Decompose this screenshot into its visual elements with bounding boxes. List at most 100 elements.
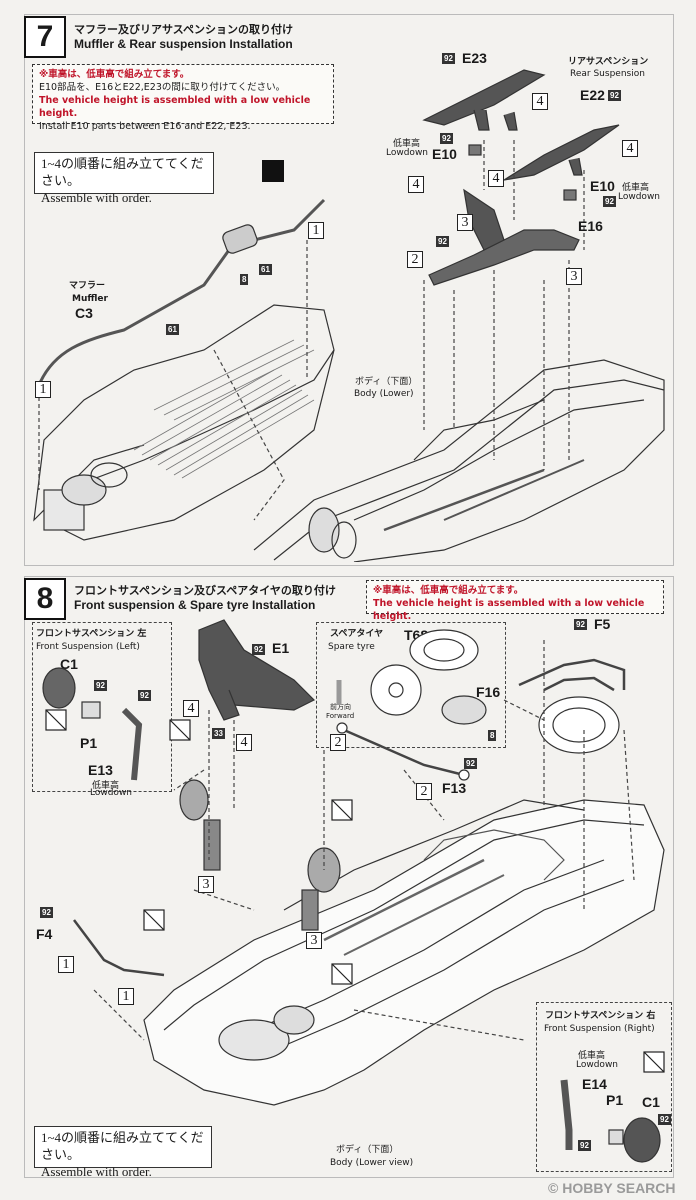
step8-order-3a: 3: [198, 876, 214, 893]
step7-note-jp1: ※車高は、低車高で組み立てます。: [39, 69, 190, 80]
step7-order-3b: 3: [566, 268, 582, 285]
step8-order-1b: 1: [118, 988, 134, 1005]
step7-number: 7: [24, 16, 66, 58]
step7-note-en2: Install E10 parts between E16 and E22, E…: [39, 121, 251, 132]
step7-rear-susp-en: Rear Suspension: [570, 69, 645, 79]
step7-order-4c: 4: [408, 176, 424, 193]
step7-lowdown-note: ※車高は、低車高で組み立てます。 E10部品を、E16とE22,E23の間に取り…: [32, 64, 334, 132]
step7-note-jp2: E10部品を、E16とE22,E23の間に取り付けてください。: [39, 82, 286, 93]
step8-assemble-order: 1~4の順番に組み立ててください。 Assemble with order.: [34, 1126, 212, 1179]
step7-note-en1: The vehicle height is assembled with a l…: [39, 95, 311, 119]
step8-part-e1: E1: [272, 640, 290, 656]
step7-body-jp: ボディ（下面）: [355, 377, 418, 387]
step7-e22-code: 92: [608, 90, 621, 101]
step7-order-2: 2: [407, 251, 423, 268]
step8-frame: [24, 576, 674, 1178]
step8-forward-en: Forward: [326, 712, 355, 720]
step8-f13-code: 92: [464, 758, 477, 769]
step8-part-f13: F13: [442, 780, 467, 796]
step8-part-f5: F5: [594, 616, 611, 632]
step7-part-e10a: E10: [432, 146, 457, 162]
step7-part-e22: E22: [580, 87, 605, 103]
step8-part-p1-right: P1: [606, 1092, 624, 1108]
step8-order-4b: 4: [236, 734, 252, 751]
step8-e14r-code: 92: [578, 1140, 591, 1151]
step7-body-en: Body (Lower): [354, 389, 414, 399]
step7-part-e23: E23: [462, 50, 487, 66]
step8-lowdown-jp-l: 低車高: [92, 781, 120, 791]
step8-front-left-en: Front Suspension (Left): [36, 642, 140, 652]
step8-drawing: [42, 619, 665, 1163]
step7-icon-logo: [262, 160, 284, 182]
step8-part-p1-left: P1: [80, 735, 98, 751]
step7-e10b-code: 92: [603, 196, 616, 207]
step8-front-left-inset: [32, 622, 172, 792]
step8-lowdown-note: ※車高は、低車高で組み立てます。 The vehicle height is a…: [366, 580, 664, 622]
step8-order-4a: 4: [183, 700, 199, 717]
step7-order-3a: 3: [457, 214, 473, 231]
step7-order-1b: 1: [35, 381, 51, 398]
step7-lowdown-en-b: Lowdown: [618, 192, 661, 202]
step8-lowdown-jp-r: 低車高: [578, 1051, 606, 1061]
step7-assemble-en: Assemble with order.: [41, 190, 152, 205]
step7-order-4b: 4: [622, 140, 638, 157]
step8-body-jp: ボディ（下面）: [336, 1145, 399, 1155]
step7-lowdown-jp-b: 低車高: [622, 183, 650, 193]
step8-order-2b: 2: [416, 783, 432, 800]
step8-f5-code: 92: [574, 619, 587, 630]
step8-front-right-en: Front Suspension (Right): [544, 1024, 655, 1034]
step7-e10a-code: 92: [440, 133, 453, 144]
step8-assemble-jp: 1~4の順番に組み立ててください。: [41, 1130, 204, 1162]
step7-muffler-jp: マフラー: [69, 281, 106, 291]
step7-muffler-en: Muffler: [72, 294, 108, 304]
step7-drawing: [33, 69, 665, 562]
step7-lowdown-en-a: Lowdown: [386, 148, 429, 158]
step7-code-61b: 61: [166, 324, 179, 335]
step8-part-f4: F4: [36, 926, 53, 942]
step7-assemble-jp: 1~4の順番に組み立ててください。: [41, 156, 204, 188]
step8-part-e13: E13: [88, 762, 113, 778]
step7-order-1: 1: [308, 222, 324, 239]
step7-code-8: 8: [240, 274, 249, 285]
step7-part-c3: C3: [75, 305, 93, 321]
step8-lowdown-en-r: Lowdown: [576, 1060, 619, 1070]
step7-title-en: Muffler & Rear suspension Installation: [74, 37, 293, 51]
step8-order-2a: 2: [330, 734, 346, 751]
step8-part-c1-left: C1: [60, 656, 78, 672]
step8-note-en: The vehicle height is assembled with a l…: [373, 598, 645, 622]
step7-rear-susp-jp: リアサスペンション: [568, 57, 649, 67]
step7-order-4a: 4: [532, 93, 548, 110]
step8-front-left-jp: フロントサスペンション 左: [36, 629, 147, 639]
step7-e23-code: 92: [442, 53, 455, 64]
step7-order-4d: 4: [488, 170, 504, 187]
step8-f16-code: 8: [488, 730, 497, 741]
step8-part-c1-right: C1: [642, 1094, 660, 1110]
step7-part-e10b: E10: [590, 178, 615, 194]
step8-order-1a: 1: [58, 956, 74, 973]
step8-forward-jp: 前方向: [330, 703, 351, 711]
step7-lowdown-jp-a: 低車高: [393, 139, 421, 149]
step8-body-en: Body (Lower view): [330, 1158, 414, 1168]
step8-part-f16: F16: [476, 684, 501, 700]
step8-front-right-inset: [536, 1002, 672, 1172]
step8-note-jp: ※車高は、低車高で組み立てます。: [373, 585, 524, 596]
step8-c1r-code: 92: [658, 1114, 671, 1125]
step8-title-jp: フロントサスペンション及びスペアタイヤの取り付け: [74, 584, 336, 597]
step8-spare-jp: スペアタイヤ: [330, 629, 384, 639]
step8-title-en: Front suspension & Spare tyre Installati…: [74, 598, 316, 612]
step7-code-61: 61: [259, 264, 272, 275]
step8-f4-code: 92: [40, 907, 53, 918]
step7-assemble-order: 1~4の順番に組み立ててください。 Assemble with order.: [34, 152, 214, 205]
step8-e1-code: 92: [252, 644, 265, 655]
step8-assemble-en: Assemble with order.: [41, 1164, 152, 1179]
step7-e16-code: 92: [436, 236, 449, 247]
watermark: © HOBBY SEARCH: [548, 1180, 676, 1196]
step7-title-jp: マフラー及びリアサスペンションの取り付け: [74, 23, 294, 36]
step8-code-33: 33: [212, 728, 225, 739]
step8-spare-en: Spare tyre: [328, 642, 375, 652]
step8-order-3b: 3: [306, 932, 322, 949]
step8-spare-inset: [316, 622, 506, 748]
step7-frame: [24, 14, 674, 566]
step7-part-e16: E16: [578, 218, 603, 234]
step8-part-e14: E14: [582, 1076, 607, 1092]
